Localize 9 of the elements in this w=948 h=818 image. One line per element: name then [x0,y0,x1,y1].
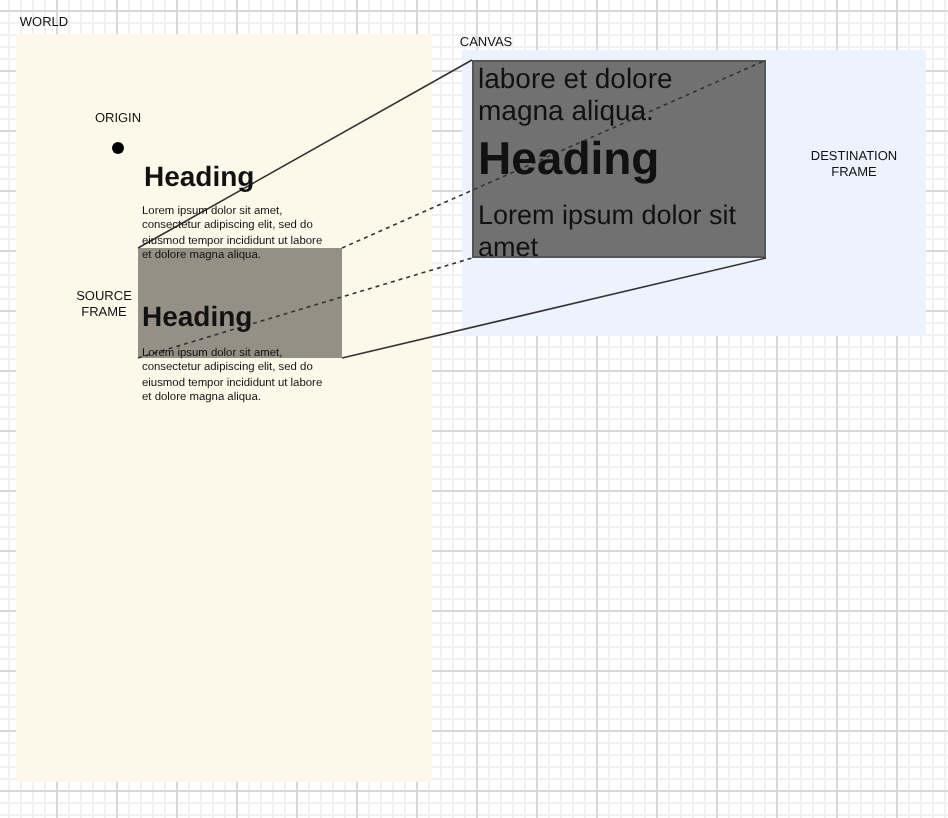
connector-line [341,257,767,359]
connector-line [137,59,473,249]
heading: Heading [478,132,662,184]
connector-line [341,59,767,249]
connector-line [137,257,473,359]
heading: Heading [142,300,253,332]
body-text: Lorem ipsum dolor sit amet [478,200,739,262]
heading: Heading [144,160,255,192]
body-text: labore et dolore magna aliqua. [478,62,675,126]
